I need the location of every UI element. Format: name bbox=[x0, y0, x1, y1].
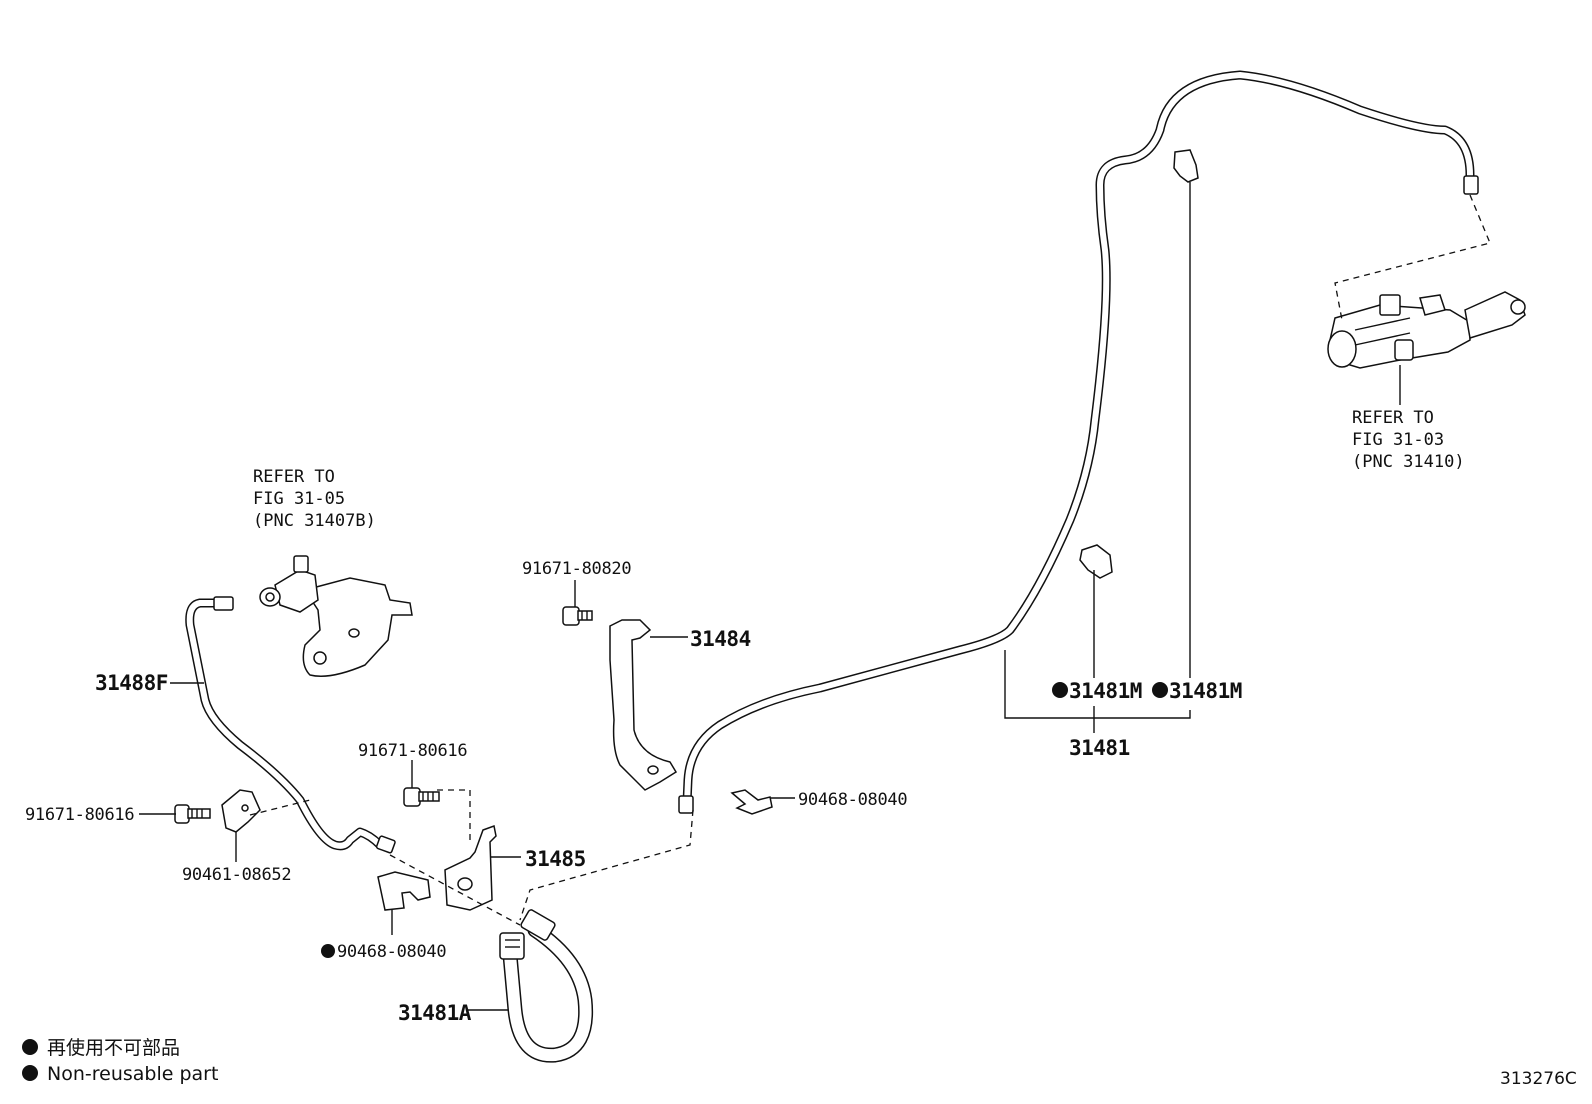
label-90461-08652: 90461-08652 bbox=[182, 865, 291, 885]
clamp-31481M-lower bbox=[1079, 544, 1113, 579]
non-reusable-bullet-90468 bbox=[321, 944, 335, 958]
reference-right: REFER TO FIG 31-03 (PNC 31410) bbox=[1352, 408, 1465, 472]
figure-id: 313276C bbox=[1500, 1069, 1577, 1089]
legend-text-jp: 再使用不可部品 bbox=[47, 1037, 180, 1059]
ref-right-line1: REFER TO bbox=[1352, 408, 1434, 428]
ref-left-line1: REFER TO bbox=[253, 467, 335, 487]
non-reusable-bullet-31481M-a bbox=[1052, 682, 1068, 698]
flexible-hose-31481A bbox=[499, 909, 594, 1063]
legend: 再使用不可部品 Non-reusable part bbox=[22, 1037, 218, 1085]
bolt-91671-80616-center bbox=[403, 787, 440, 807]
reference-left: REFER TO FIG 31-05 (PNC 31407B) bbox=[253, 467, 376, 531]
label-90468-08040-lower: 90468-08040 bbox=[337, 942, 446, 962]
ref-right-line3: (PNC 31410) bbox=[1352, 452, 1465, 472]
label-31484: 31484 bbox=[690, 627, 751, 651]
non-reusable-bullet-31481M-b bbox=[1152, 682, 1168, 698]
pipe-fitting-lower bbox=[678, 795, 694, 814]
label-31481M-a: 31481M bbox=[1069, 679, 1142, 703]
pipe-fitting-31488F-top bbox=[213, 596, 234, 611]
label-31488F: 31488F bbox=[95, 671, 168, 695]
bolt-91671-80616-left bbox=[174, 804, 211, 824]
clutch-pipe-31488F bbox=[185, 598, 385, 851]
legend-bullet-jp bbox=[22, 1039, 38, 1055]
bracket-31484 bbox=[609, 619, 678, 791]
clip-90468-08040-upper bbox=[730, 789, 773, 815]
label-91671-80616-left: 91671-80616 bbox=[25, 805, 134, 825]
label-31481A: 31481A bbox=[398, 1001, 472, 1025]
clip-90461-08652 bbox=[221, 789, 261, 833]
master-cylinder-assembly bbox=[1327, 291, 1526, 369]
clip-90468-08040-lower bbox=[377, 871, 431, 911]
ref-left-line3: (PNC 31407B) bbox=[253, 511, 376, 531]
ref-right-line2: FIG 31-03 bbox=[1352, 430, 1444, 450]
clamp-31481M-upper bbox=[1173, 149, 1199, 183]
label-90468-08040-right: 90468-08040 bbox=[798, 790, 907, 810]
ref-left-line2: FIG 31-05 bbox=[253, 489, 345, 509]
release-cylinder-assembly bbox=[259, 555, 413, 677]
label-91671-80820: 91671-80820 bbox=[522, 559, 631, 579]
legend-text-en: Non-reusable part bbox=[47, 1063, 218, 1085]
label-31481: 31481 bbox=[1069, 736, 1130, 760]
legend-bullet-en bbox=[22, 1065, 38, 1081]
part-labels: 31488F 31484 31485 31481A 31481M 31481M … bbox=[25, 559, 1242, 1025]
alignment-lines bbox=[249, 194, 1491, 926]
pipe-fitting-31488F-bottom bbox=[375, 835, 396, 854]
label-91671-80616-center: 91671-80616 bbox=[358, 741, 467, 761]
leader-lines bbox=[139, 182, 1401, 1011]
label-31481M-b: 31481M bbox=[1169, 679, 1242, 703]
label-31485: 31485 bbox=[525, 847, 586, 871]
clutch-pipe-31481 bbox=[682, 70, 1475, 808]
bolt-91671-80820 bbox=[562, 606, 593, 626]
pipe-fitting-upper bbox=[1463, 175, 1479, 195]
bracket-31485 bbox=[444, 824, 497, 911]
